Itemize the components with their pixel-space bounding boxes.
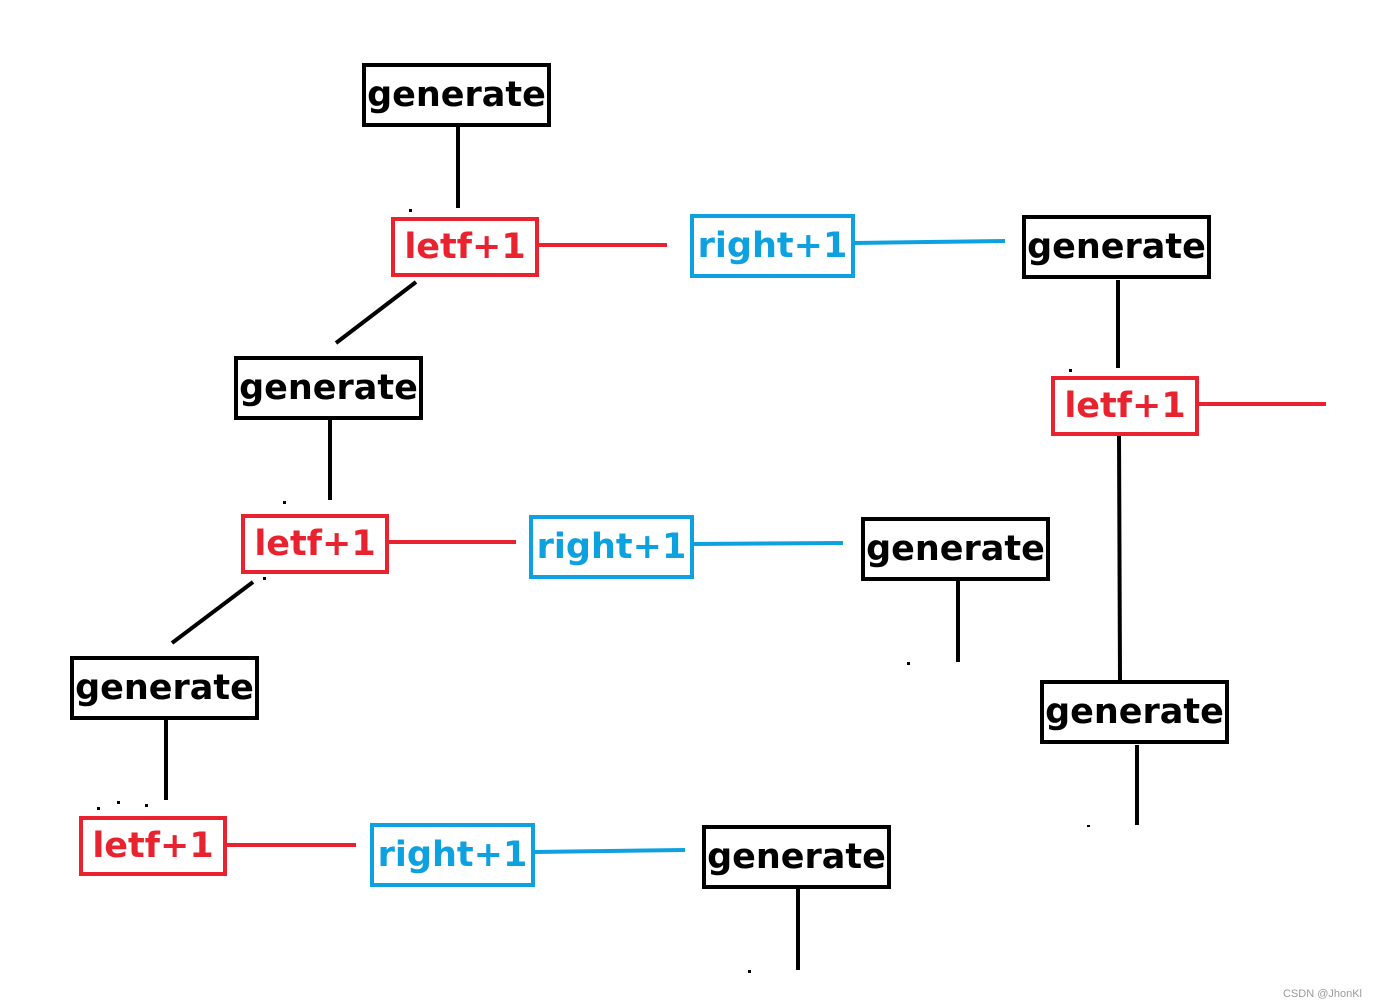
left-plus-one-node: letf+1 xyxy=(391,217,539,277)
connector-line xyxy=(1117,433,1122,681)
stray-dot xyxy=(907,662,910,665)
connector-line xyxy=(170,580,255,645)
stray-dot xyxy=(1087,825,1090,827)
stray-dot xyxy=(409,209,412,212)
generate-node: generate xyxy=(362,63,551,127)
left-plus-one-node: letf+1 xyxy=(241,514,389,574)
stray-dot xyxy=(97,807,100,810)
stray-dot xyxy=(117,801,120,804)
left-plus-one-node: letf+1 xyxy=(1051,376,1199,436)
right-plus-one-node: right+1 xyxy=(529,515,694,579)
left-plus-one-node: letf+1 xyxy=(79,816,227,876)
right-plus-one-node: right+1 xyxy=(690,214,855,278)
generate-node: generate xyxy=(1040,680,1229,744)
generate-node: generate xyxy=(234,356,423,420)
watermark: CSDN @JhonKl xyxy=(1282,988,1362,1000)
generate-node: generate xyxy=(1022,215,1211,279)
generate-node: generate xyxy=(70,656,259,720)
stray-dot xyxy=(263,577,266,580)
stray-dot xyxy=(283,501,286,504)
connector-line xyxy=(853,239,1006,245)
stray-dot xyxy=(1069,369,1072,372)
generate-node: generate xyxy=(702,825,891,889)
connector-line xyxy=(692,541,844,546)
connector-line xyxy=(533,848,686,854)
right-plus-one-node: right+1 xyxy=(370,823,535,887)
generate-node: generate xyxy=(861,517,1050,581)
connector-line xyxy=(334,280,418,345)
stray-dot xyxy=(145,804,148,807)
stray-dot xyxy=(748,970,751,973)
